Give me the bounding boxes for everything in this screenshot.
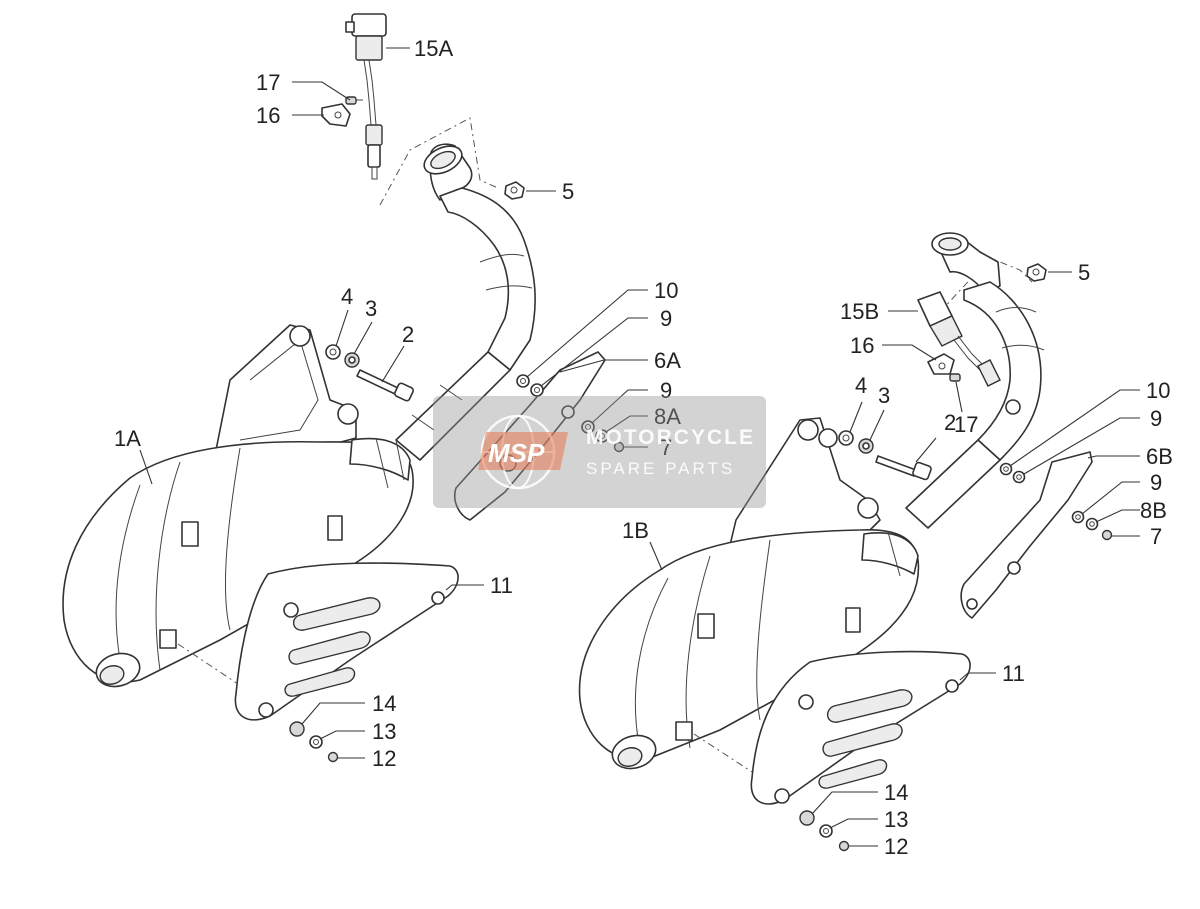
washer-9d xyxy=(1071,510,1085,524)
washer-9c xyxy=(1012,470,1026,484)
callout-2b: 2 xyxy=(944,410,956,435)
screw-12b xyxy=(838,840,850,852)
watermark-logo: MSP xyxy=(488,438,545,468)
nut-5a xyxy=(504,181,525,200)
screw-17a xyxy=(345,96,363,105)
washer-8a xyxy=(595,429,609,443)
lambda-sensor-15a xyxy=(345,13,387,180)
callout-6a: 6A xyxy=(654,348,681,373)
callout-8a: 8A xyxy=(654,404,681,429)
washer-9a xyxy=(530,383,544,397)
callout-16a: 16 xyxy=(256,103,280,128)
callout-9c: 9 xyxy=(1150,406,1162,431)
callout-10b: 10 xyxy=(1146,378,1170,403)
nut-5b xyxy=(1026,263,1047,282)
callout-4a: 4 xyxy=(341,284,353,309)
callout-11b: 11 xyxy=(1002,661,1025,686)
muffler-1b xyxy=(578,417,920,770)
callout-12b: 12 xyxy=(884,834,908,859)
header-pipe-b xyxy=(905,232,1045,529)
callout-5a: 5 xyxy=(562,179,574,204)
callout-2a: 2 xyxy=(402,322,414,347)
assembly-b xyxy=(578,232,1113,852)
callout-9a: 9 xyxy=(660,306,672,331)
leader-lines xyxy=(139,47,1140,847)
callout-8b: 8B xyxy=(1140,498,1167,523)
washer-13a xyxy=(309,735,323,749)
callout-3a: 3 xyxy=(365,296,377,321)
spacer-4b xyxy=(838,430,854,446)
watermark-line2: SPARE PARTS xyxy=(586,459,735,478)
callout-5b: 5 xyxy=(1078,260,1090,285)
callout-1a: 1A xyxy=(114,426,141,451)
callout-15b: 15B xyxy=(840,299,879,324)
screw-17b xyxy=(949,373,961,382)
washer-3a xyxy=(344,352,360,368)
bracket-16a xyxy=(321,103,351,127)
bolt-2a xyxy=(356,369,415,402)
muffler-cover-11b xyxy=(750,650,971,805)
callout-14b: 14 xyxy=(884,780,908,805)
callout-labels: 15A 17 16 5 4 3 2 10 9 6A 9 8A 7 1A 11 1… xyxy=(114,36,1173,859)
washer-8b xyxy=(1085,517,1099,531)
watermark-line1: MOTORCYCLE xyxy=(586,426,755,449)
washer-10a xyxy=(516,374,530,388)
header-pipe-a xyxy=(395,143,536,461)
callout-13a: 13 xyxy=(372,719,396,744)
heat-shield-6b xyxy=(960,451,1093,619)
callout-4b: 4 xyxy=(855,373,867,398)
callout-7b: 7 xyxy=(1150,524,1162,549)
spacer-4a xyxy=(325,344,341,360)
callout-9d: 9 xyxy=(1150,470,1162,495)
washer-3b xyxy=(858,438,874,454)
washer-13b xyxy=(819,824,833,838)
callout-17b: 17 xyxy=(954,412,978,437)
grommet-14b xyxy=(799,810,815,826)
callout-1b: 1B xyxy=(622,518,649,543)
grommet-14a xyxy=(289,721,305,737)
callout-15a: 15A xyxy=(414,36,453,61)
lambda-sensor-15b xyxy=(917,291,1001,387)
callout-3b: 3 xyxy=(878,383,890,408)
callout-12a: 12 xyxy=(372,746,396,771)
screw-12a xyxy=(327,751,339,763)
screw-7b xyxy=(1101,529,1113,541)
callout-13b: 13 xyxy=(884,807,908,832)
watermark: MSP MOTORCYCLE SPARE PARTS xyxy=(433,396,766,508)
washer-9b xyxy=(581,420,595,434)
callout-17a: 17 xyxy=(256,70,280,95)
callout-9b: 9 xyxy=(660,378,672,403)
callout-14a: 14 xyxy=(372,691,396,716)
callout-16b: 16 xyxy=(850,333,874,358)
assembly-a xyxy=(62,13,625,763)
muffler-1a xyxy=(62,324,414,688)
washer-10b xyxy=(999,462,1013,476)
callout-7a: 7 xyxy=(660,435,672,460)
muffler-cover-11a xyxy=(234,562,459,721)
bolt-2b xyxy=(875,455,932,481)
callout-6b: 6B xyxy=(1146,444,1173,469)
callout-11a: 11 xyxy=(490,573,513,598)
callout-10a: 10 xyxy=(654,278,678,303)
